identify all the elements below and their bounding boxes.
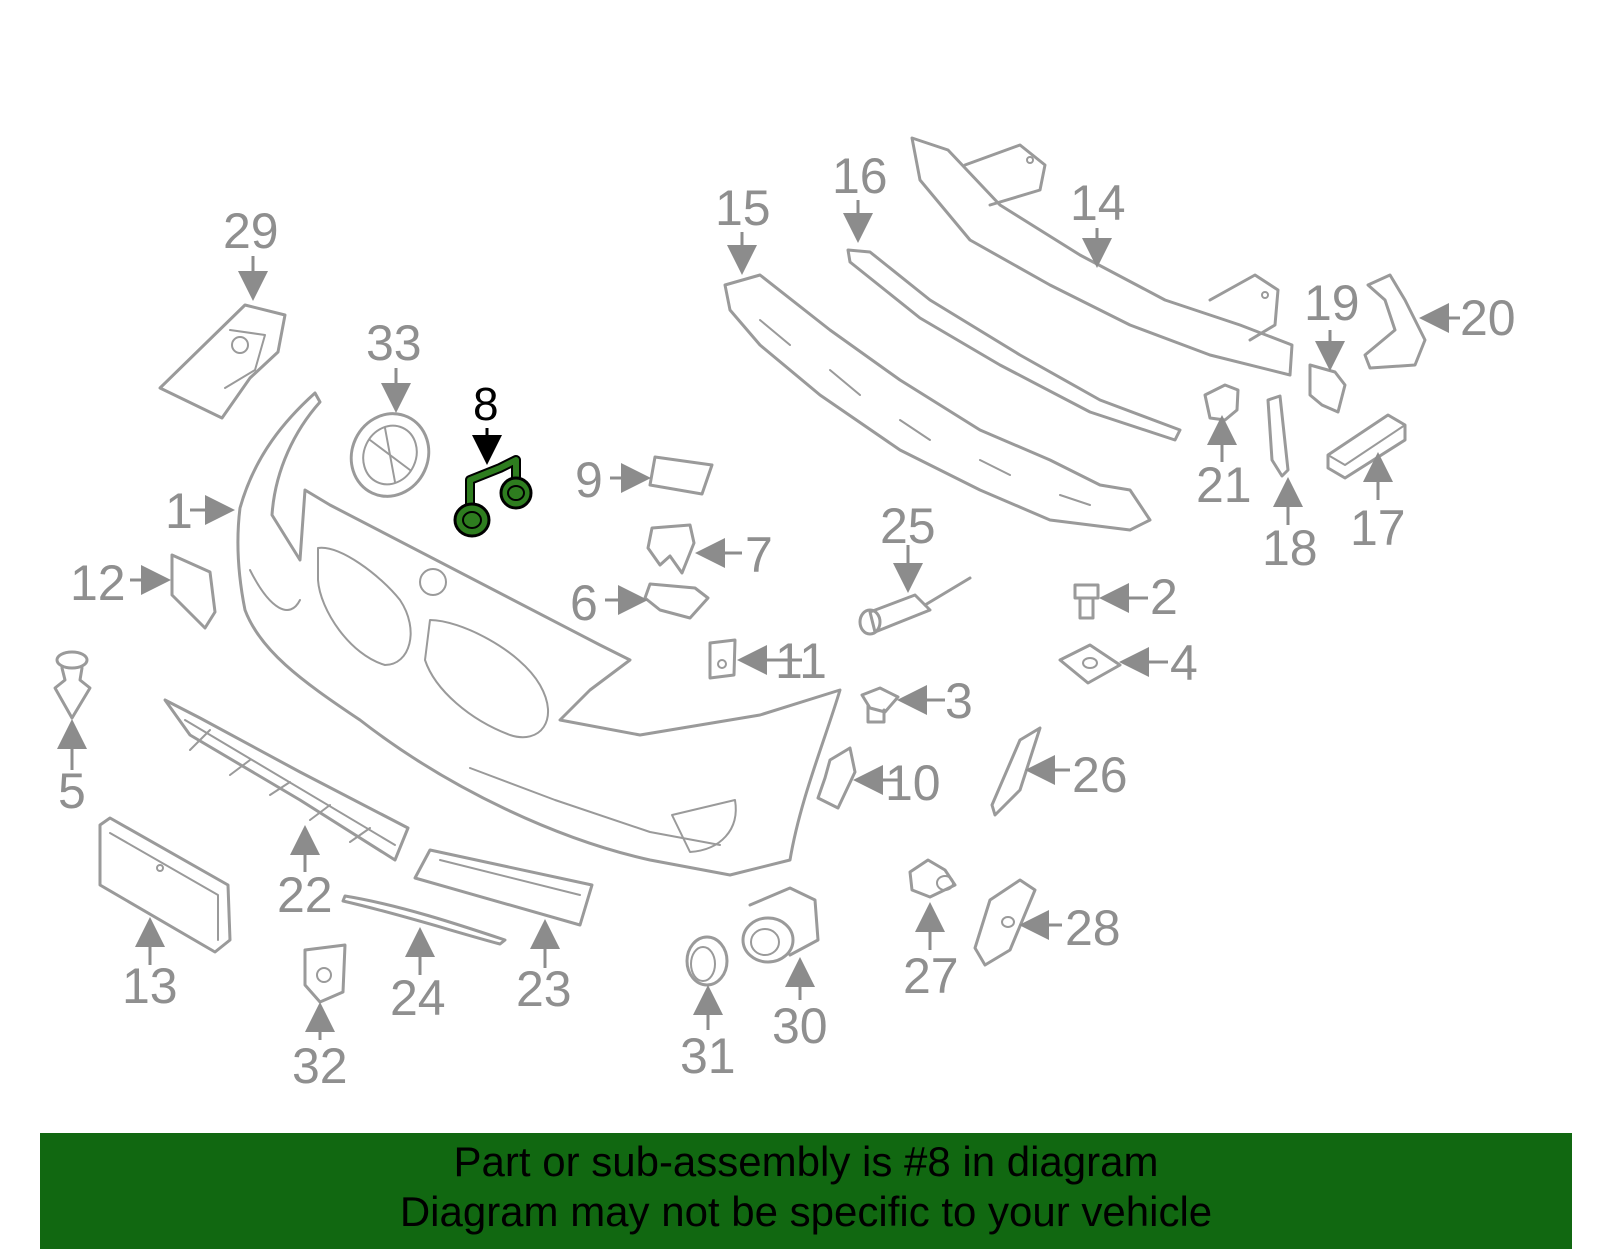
label-25: 25 bbox=[880, 498, 936, 554]
part-15-energy-absorber[interactable] bbox=[723, 273, 1152, 532]
part-12-bracket[interactable] bbox=[170, 553, 217, 630]
part-8-highlighted-bracket[interactable] bbox=[453, 455, 533, 538]
part-31-cap[interactable] bbox=[685, 935, 729, 987]
label-8: 8 bbox=[473, 378, 499, 430]
label-28: 28 bbox=[1065, 900, 1121, 956]
label-26: 26 bbox=[1072, 747, 1128, 803]
part-27-sensor[interactable] bbox=[908, 858, 957, 899]
label-21: 21 bbox=[1196, 457, 1252, 513]
banner-line-1: Part or sub-assembly is #8 in diagram bbox=[453, 1138, 1159, 1185]
part-33-emblem[interactable] bbox=[338, 401, 442, 509]
part-19-bracket[interactable] bbox=[1308, 363, 1347, 414]
label-11: 11 bbox=[775, 633, 827, 689]
label-19: 19 bbox=[1304, 275, 1360, 331]
label-33: 33 bbox=[366, 315, 422, 371]
label-2: 2 bbox=[1150, 569, 1178, 625]
label-17: 17 bbox=[1350, 500, 1406, 556]
part-2-bolt[interactable] bbox=[1073, 583, 1100, 620]
part-17-foam-block[interactable] bbox=[1326, 413, 1407, 480]
part-1-bumper-cover[interactable] bbox=[236, 391, 842, 877]
label-10: 10 bbox=[885, 755, 941, 811]
label-12: 12 bbox=[70, 555, 126, 611]
part-11-clip[interactable] bbox=[708, 638, 737, 680]
part-18-bracket[interactable] bbox=[1266, 394, 1290, 478]
label-32: 32 bbox=[292, 1038, 348, 1094]
label-22: 22 bbox=[277, 867, 333, 923]
label-7: 7 bbox=[745, 527, 773, 583]
label-29: 29 bbox=[223, 203, 279, 259]
part-22-lower-grille[interactable] bbox=[163, 698, 410, 862]
part-25-sensor[interactable] bbox=[858, 576, 972, 636]
part-16-bumper-strip[interactable] bbox=[846, 248, 1182, 442]
part-26-trim[interactable] bbox=[990, 726, 1042, 817]
info-banner: Part or sub-assembly is #8 in diagram Di… bbox=[40, 1133, 1572, 1249]
part-32-bracket[interactable] bbox=[303, 943, 347, 1004]
part-14-bumper-reinforcement[interactable] bbox=[910, 136, 1294, 377]
label-30: 30 bbox=[772, 998, 828, 1054]
label-9: 9 bbox=[575, 452, 603, 508]
part-20-bracket[interactable] bbox=[1363, 273, 1427, 370]
part-23-lower-trim[interactable] bbox=[413, 848, 594, 927]
label-5: 5 bbox=[58, 763, 86, 819]
part-21-bracket[interactable] bbox=[1203, 383, 1240, 422]
label-27: 27 bbox=[903, 948, 959, 1004]
label-23: 23 bbox=[516, 961, 572, 1017]
part-13-license-plate-bracket[interactable] bbox=[98, 816, 232, 954]
label-20: 20 bbox=[1460, 290, 1516, 346]
part-24-trim-strip[interactable] bbox=[341, 894, 507, 946]
label-14: 14 bbox=[1070, 175, 1126, 231]
part-28-bracket[interactable] bbox=[973, 878, 1037, 967]
part-9-cover[interactable] bbox=[648, 455, 714, 496]
part-29-air-duct[interactable] bbox=[158, 303, 287, 420]
part-3-grommet[interactable] bbox=[860, 686, 900, 724]
part-10-bracket[interactable] bbox=[816, 746, 857, 810]
part-30-sensor[interactable] bbox=[741, 886, 820, 964]
label-13: 13 bbox=[122, 958, 178, 1014]
part-5-clip[interactable] bbox=[53, 650, 92, 720]
label-16: 16 bbox=[832, 148, 888, 204]
callout-labels: 1 2 3 4 5 6 7 8 9 10 11 12 13 14 15 16 1… bbox=[58, 148, 1516, 1094]
label-31: 31 bbox=[680, 1028, 736, 1084]
part-7-bracket[interactable] bbox=[646, 523, 696, 575]
label-15: 15 bbox=[715, 180, 771, 236]
label-18: 18 bbox=[1262, 520, 1318, 576]
label-3: 3 bbox=[945, 673, 973, 729]
label-24: 24 bbox=[390, 970, 446, 1026]
banner-line-2: Diagram may not be specific to your vehi… bbox=[399, 1188, 1213, 1235]
part-6-bracket[interactable] bbox=[643, 582, 710, 620]
part-4-clip-nut[interactable] bbox=[1058, 643, 1122, 685]
label-6: 6 bbox=[570, 575, 598, 631]
label-1: 1 bbox=[165, 483, 193, 539]
label-4: 4 bbox=[1170, 635, 1198, 691]
leader-lines bbox=[57, 200, 1460, 1040]
